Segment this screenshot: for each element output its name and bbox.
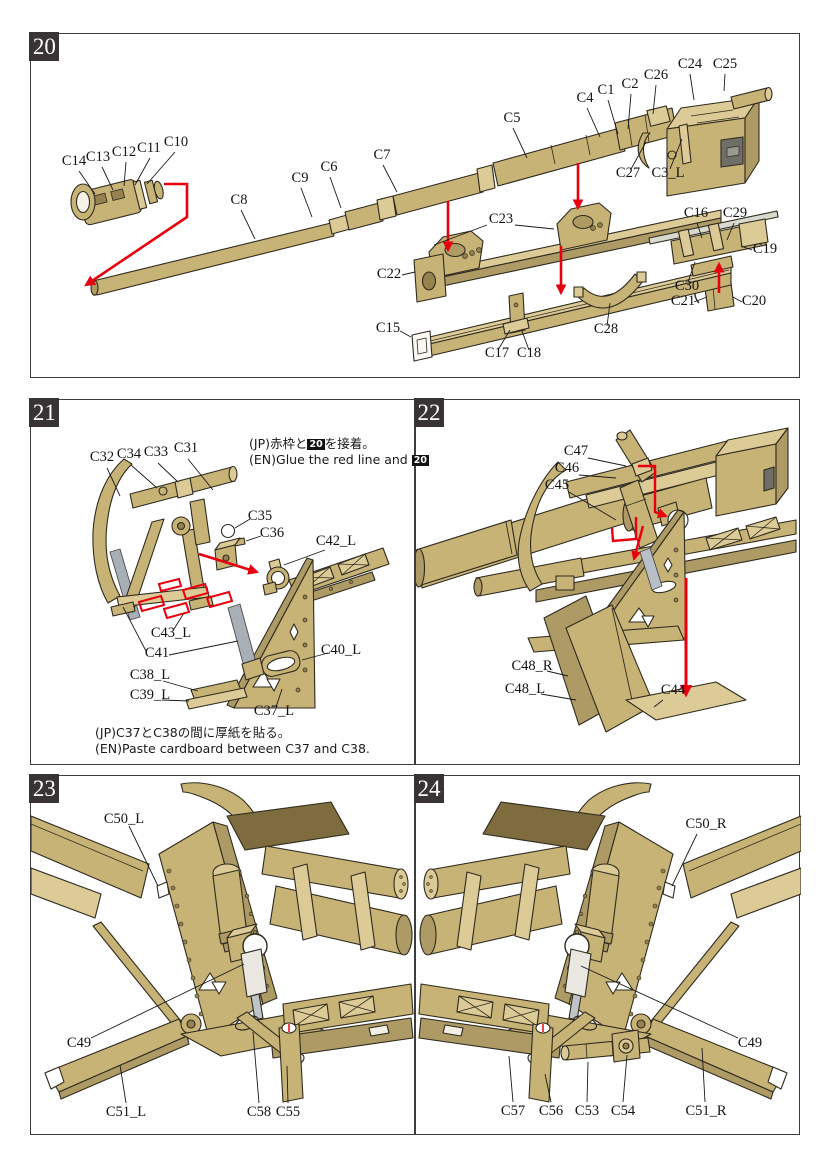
glue-annotations: [84, 163, 725, 296]
part-label: C14: [62, 153, 87, 169]
part-label: C39_L: [130, 687, 170, 703]
part-label: C49: [67, 1035, 91, 1051]
part-label: C51_R: [685, 1103, 726, 1119]
cradle-artwork: [92, 458, 390, 710]
part-label: C4: [577, 90, 595, 106]
part-label: C30: [675, 278, 699, 294]
part-label: C46: [554, 460, 578, 476]
part-label: C26: [644, 67, 668, 83]
part-label: C56: [538, 1103, 562, 1119]
step-ref-badge: 20: [411, 455, 429, 467]
step-20-number: 20: [29, 32, 60, 62]
part-label: C3_L: [651, 165, 684, 181]
part-label: C48_L: [504, 681, 544, 697]
part-label: C7: [374, 147, 391, 163]
part-label: C11: [137, 140, 161, 156]
step-21-number: 21: [29, 398, 60, 428]
part-label: C40_L: [321, 642, 361, 658]
assembly-arrow: [630, 525, 644, 561]
part-label: C21: [671, 293, 695, 309]
part-label: C24: [678, 56, 703, 72]
step-ref-badge: 20: [307, 439, 325, 450]
step-24-number: 24: [414, 774, 444, 804]
part-label: C13: [86, 149, 110, 165]
part-label: C12: [112, 144, 136, 160]
part-label: C18: [517, 345, 541, 361]
part-label: C41: [145, 645, 169, 661]
part-label: C37_L: [254, 703, 294, 719]
part-label: C38_L: [130, 667, 170, 683]
part-label: C51_L: [106, 1104, 146, 1120]
part-label: C5: [504, 110, 521, 126]
part-label: C48_R: [511, 658, 552, 674]
part-label: C58: [247, 1104, 271, 1120]
leader-lines: [90, 825, 289, 1104]
part-label: C53: [574, 1103, 598, 1119]
step-22-number: 22: [414, 398, 444, 428]
part-label: C6: [321, 159, 338, 175]
leader-lines: [540, 457, 663, 708]
carriage-artwork: [31, 782, 414, 1103]
part-label: C57: [500, 1103, 524, 1119]
part-label: C45: [544, 477, 568, 493]
part-label: C1: [598, 82, 615, 98]
part-label: C9: [292, 170, 309, 186]
step-20-diagram: C14 C13 C12 C11 C10 C8 C9 C6 C7 C5 C4 C1…: [62, 56, 779, 362]
part-label: C16: [684, 205, 708, 221]
part-label: C20: [742, 293, 766, 309]
step-20-panel: 20: [29, 32, 800, 378]
part-label: C27: [616, 165, 640, 181]
leader-lines: [508, 833, 738, 1103]
part-label: C44: [660, 682, 685, 698]
part-label: C55: [276, 1104, 300, 1120]
red-glue-line: [610, 517, 637, 543]
part-label: C19: [753, 241, 777, 257]
red-glue-line: [637, 464, 668, 518]
part-label: C17: [485, 345, 509, 361]
part-label: C29: [723, 205, 747, 221]
part-label: C50_L: [104, 811, 144, 827]
step-21-diagram: C32 C34 C33 C31 C35 C36 C42_L C43_L C41 …: [90, 440, 390, 719]
part-label: C28: [594, 321, 618, 337]
part-label: C47: [563, 443, 587, 459]
step-22-diagram: C47 C46 C45 C48_R C48_L C44: [415, 427, 797, 733]
gun-on-cradle-artwork: [415, 427, 797, 733]
right-side-extra-parts: [559, 1029, 651, 1063]
part-label: C34: [117, 446, 142, 462]
part-label: C33: [144, 444, 168, 460]
part-label: C42_L: [316, 533, 356, 549]
leader-lines: [106, 458, 329, 708]
part-label: C22: [377, 266, 401, 282]
part-label: C36: [260, 525, 284, 541]
part-label: C31: [174, 440, 198, 456]
gun-barrel-artwork: [70, 86, 779, 362]
cardboard-note: (JP)C37とC38の間に厚紙を貼る。 (EN)Paste cardboard…: [95, 725, 370, 757]
panel-divider: [414, 776, 416, 1134]
part-label: C50_R: [685, 816, 726, 832]
part-label: C43_L: [151, 625, 191, 641]
step-23-diagram: C50_L C49 C51_L C58 C55: [31, 782, 414, 1120]
part-label: C54: [610, 1103, 635, 1119]
step-23-24-row: 23 24: [29, 774, 801, 1135]
red-glue-annotations: [610, 464, 692, 698]
part-label: C32: [90, 449, 114, 465]
part-label: C8: [231, 192, 248, 208]
part-label: C49: [737, 1035, 761, 1051]
step-24-diagram: C50_R C49 C57 C56 C53 C54 C51_R: [417, 782, 801, 1119]
part-label: C15: [376, 320, 400, 336]
part-label: C35: [248, 508, 272, 524]
part-label: C10: [164, 134, 188, 150]
red-glue-line: [84, 182, 189, 287]
part-label: C23: [489, 211, 513, 227]
assembly-arrow: [198, 552, 260, 575]
leader-lines: [78, 73, 753, 351]
part-label: C25: [713, 56, 737, 72]
part-label: C2: [622, 76, 639, 92]
step-23-number: 23: [29, 774, 60, 804]
red-glue-tabs: [137, 577, 234, 620]
